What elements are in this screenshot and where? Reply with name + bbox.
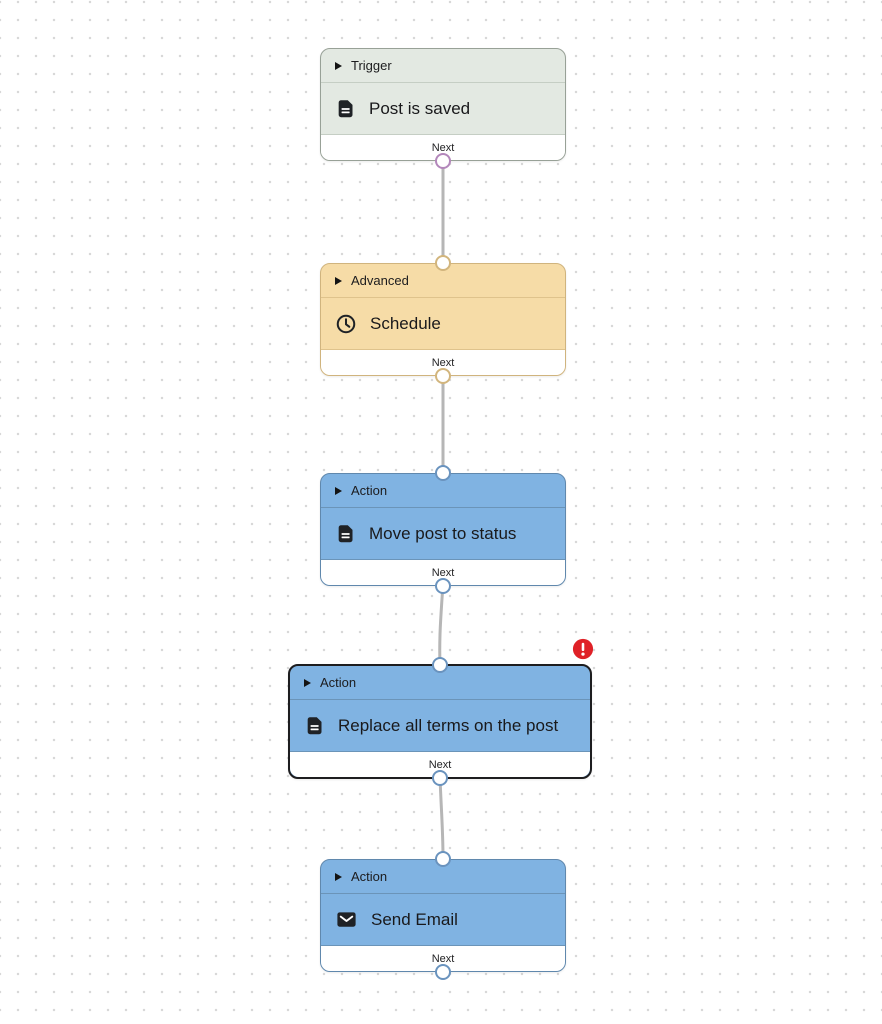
next-label: Next xyxy=(428,758,452,771)
output-port[interactable] xyxy=(432,770,448,786)
node-title: Schedule xyxy=(370,313,441,333)
next-label: Next xyxy=(431,141,455,154)
edge-connector[interactable] xyxy=(438,774,445,861)
input-port[interactable] xyxy=(435,465,451,481)
workflow-node-action-email[interactable]: Action Send Email Next xyxy=(320,851,566,980)
node-category-label: Advanced xyxy=(351,273,409,288)
file-text-icon xyxy=(335,98,356,119)
node-body[interactable]: Replace all terms on the post xyxy=(290,700,590,751)
node-body[interactable]: Send Email xyxy=(321,894,565,945)
node-body[interactable]: Move post to status xyxy=(321,508,565,559)
output-port[interactable] xyxy=(435,153,451,169)
node-title: Move post to status xyxy=(369,523,517,543)
expand-arrow-icon[interactable] xyxy=(335,61,342,70)
file-text-icon xyxy=(335,523,356,544)
output-port[interactable] xyxy=(435,368,451,384)
file-text-icon xyxy=(304,715,325,736)
error-badge-icon[interactable] xyxy=(572,638,594,660)
next-label: Next xyxy=(431,356,455,369)
clock-icon xyxy=(335,313,357,335)
node-header[interactable]: Action xyxy=(321,474,565,508)
node-title: Send Email xyxy=(371,909,458,929)
expand-arrow-icon[interactable] xyxy=(304,678,311,687)
node-header[interactable]: Advanced xyxy=(321,264,565,298)
node-category-label: Action xyxy=(351,483,388,498)
node-title: Replace all terms on the post xyxy=(338,715,559,735)
workflow-node-trigger[interactable]: Trigger Post is saved Next xyxy=(320,48,566,169)
workflow-node-advanced[interactable]: Advanced Schedule Next xyxy=(320,255,566,384)
node-category-label: Action xyxy=(351,869,388,884)
next-label: Next xyxy=(431,952,455,965)
node-header[interactable]: Action xyxy=(321,860,565,894)
node-category-label: Action xyxy=(320,675,357,690)
input-port[interactable] xyxy=(435,255,451,271)
output-port[interactable] xyxy=(435,578,451,594)
node-category-label: Trigger xyxy=(351,58,392,73)
input-port[interactable] xyxy=(432,657,448,673)
output-port[interactable] xyxy=(435,964,451,980)
node-title: Post is saved xyxy=(369,98,471,118)
expand-arrow-icon[interactable] xyxy=(335,486,342,495)
workflow-node-action-selected[interactable]: Action Replace all terms on the post Nex… xyxy=(288,638,594,786)
input-port[interactable] xyxy=(435,851,451,867)
mail-icon xyxy=(335,908,358,931)
node-body[interactable]: Post is saved xyxy=(321,83,565,134)
node-header[interactable]: Trigger xyxy=(321,49,565,83)
edge-connector[interactable] xyxy=(438,582,445,666)
expand-arrow-icon[interactable] xyxy=(335,872,342,881)
next-label: Next xyxy=(431,566,455,579)
workflow-node-action[interactable]: Action Move post to status Next xyxy=(320,465,566,594)
expand-arrow-icon[interactable] xyxy=(335,276,342,285)
node-body[interactable]: Schedule xyxy=(321,298,565,349)
node-header[interactable]: Action xyxy=(290,666,590,700)
